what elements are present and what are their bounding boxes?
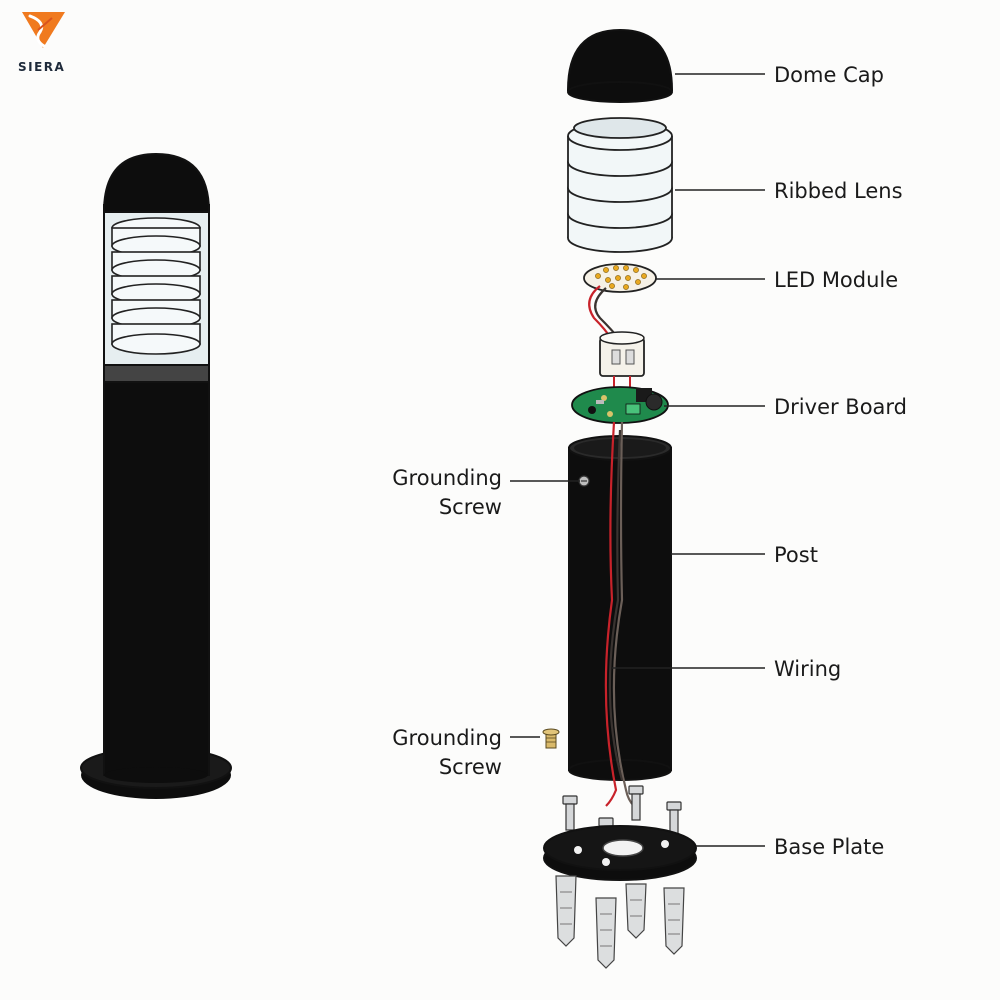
logo-mark-icon — [22, 12, 65, 48]
connector-part — [599, 331, 645, 392]
label-grounding-screw-top-line1: Grounding — [392, 466, 502, 490]
label-led-module: LED Module — [774, 268, 898, 292]
label-ribbed-lens: Ribbed Lens — [774, 179, 903, 203]
ribbed-lens-part — [567, 117, 673, 253]
label-driver-board: Driver Board — [774, 395, 907, 419]
brand-name: SIERA — [18, 60, 65, 74]
grounding-screw-bottom-icon — [542, 728, 560, 749]
label-base-plate: Base Plate — [774, 835, 884, 859]
assembled-dome-cap — [102, 152, 211, 213]
brand-logo: SIERA — [18, 12, 65, 74]
leader-lines — [510, 73, 765, 847]
base-plate-part — [543, 825, 697, 881]
assembled-post — [103, 369, 210, 776]
wiring-part — [604, 421, 635, 807]
driver-board-part — [571, 386, 669, 424]
label-dome-cap: Dome Cap — [774, 63, 884, 87]
wall-anchors — [555, 875, 685, 969]
dome-cap-part — [566, 28, 674, 103]
label-grounding-screw-bottom-line1: Grounding — [392, 726, 502, 750]
label-post: Post — [774, 543, 818, 567]
label-wiring: Wiring — [774, 657, 841, 681]
led-module-part — [583, 263, 657, 293]
label-grounding-screw-top-line2: Screw — [439, 495, 502, 519]
label-grounding-screw-bottom-line2: Screw — [439, 755, 502, 779]
assembled-bollard — [80, 152, 232, 799]
labels: Dome Cap Ribbed Lens LED Module Driver B… — [392, 63, 907, 859]
